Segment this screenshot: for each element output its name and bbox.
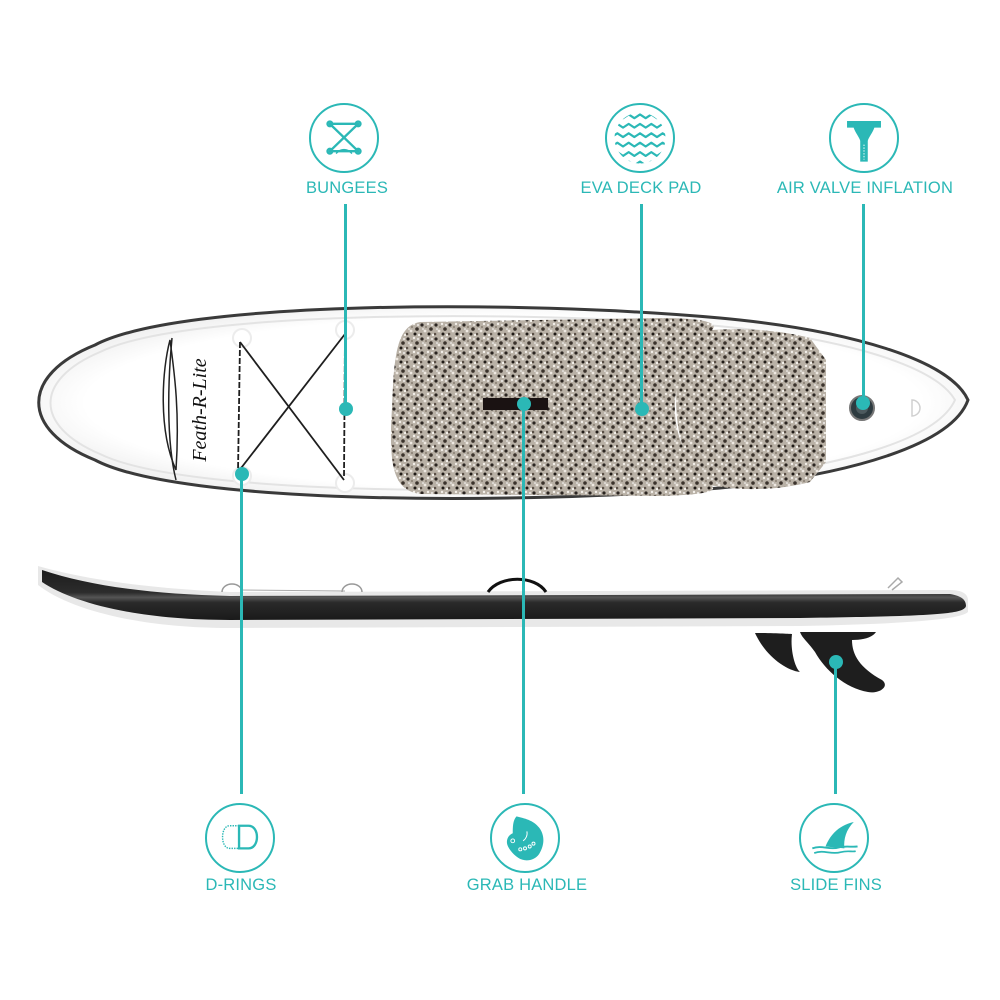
d-ring-icon — [205, 803, 275, 873]
brand-logo: Feath-R-Lite — [162, 337, 211, 481]
pointer-dot-air-valve — [856, 396, 870, 410]
leader-line-d-rings — [240, 474, 243, 794]
feature-label-bungees: BUNGEES — [305, 179, 389, 197]
leader-line-eva-deck-pad — [640, 204, 643, 408]
pointer-dot-grab-handle — [517, 397, 531, 411]
pointer-dot-slide-fins — [829, 655, 843, 669]
shark-fin-icon — [799, 803, 869, 873]
feature-label-grab-handle: GRAB HANDLE — [466, 876, 588, 894]
svg-text:Feath-R-Lite: Feath-R-Lite — [189, 358, 211, 462]
leader-line-bungees — [344, 204, 347, 408]
board-side-view — [38, 566, 968, 693]
valve-pump-icon — [829, 103, 899, 173]
feature-label-eva-deck-pad: EVA DECK PAD — [580, 179, 702, 197]
leader-line-slide-fins — [834, 664, 837, 794]
zigzag-texture-icon — [605, 103, 675, 173]
pointer-dot-eva-deck-pad — [635, 402, 649, 416]
bungee-cross-icon — [309, 103, 379, 173]
leader-line-air-valve — [862, 204, 865, 402]
feature-label-air-valve: AIR VALVE INFLATION — [776, 179, 954, 197]
board-top-view: Feath-R-Lite — [37, 305, 970, 500]
pointer-dot-d-rings — [235, 467, 249, 481]
feature-label-d-rings: D-RINGS — [205, 876, 277, 894]
leader-line-grab-handle — [522, 404, 525, 794]
hand-icon — [490, 803, 560, 873]
feature-label-slide-fins: SLIDE FINS — [790, 876, 882, 894]
pointer-dot-bungees — [339, 402, 353, 416]
